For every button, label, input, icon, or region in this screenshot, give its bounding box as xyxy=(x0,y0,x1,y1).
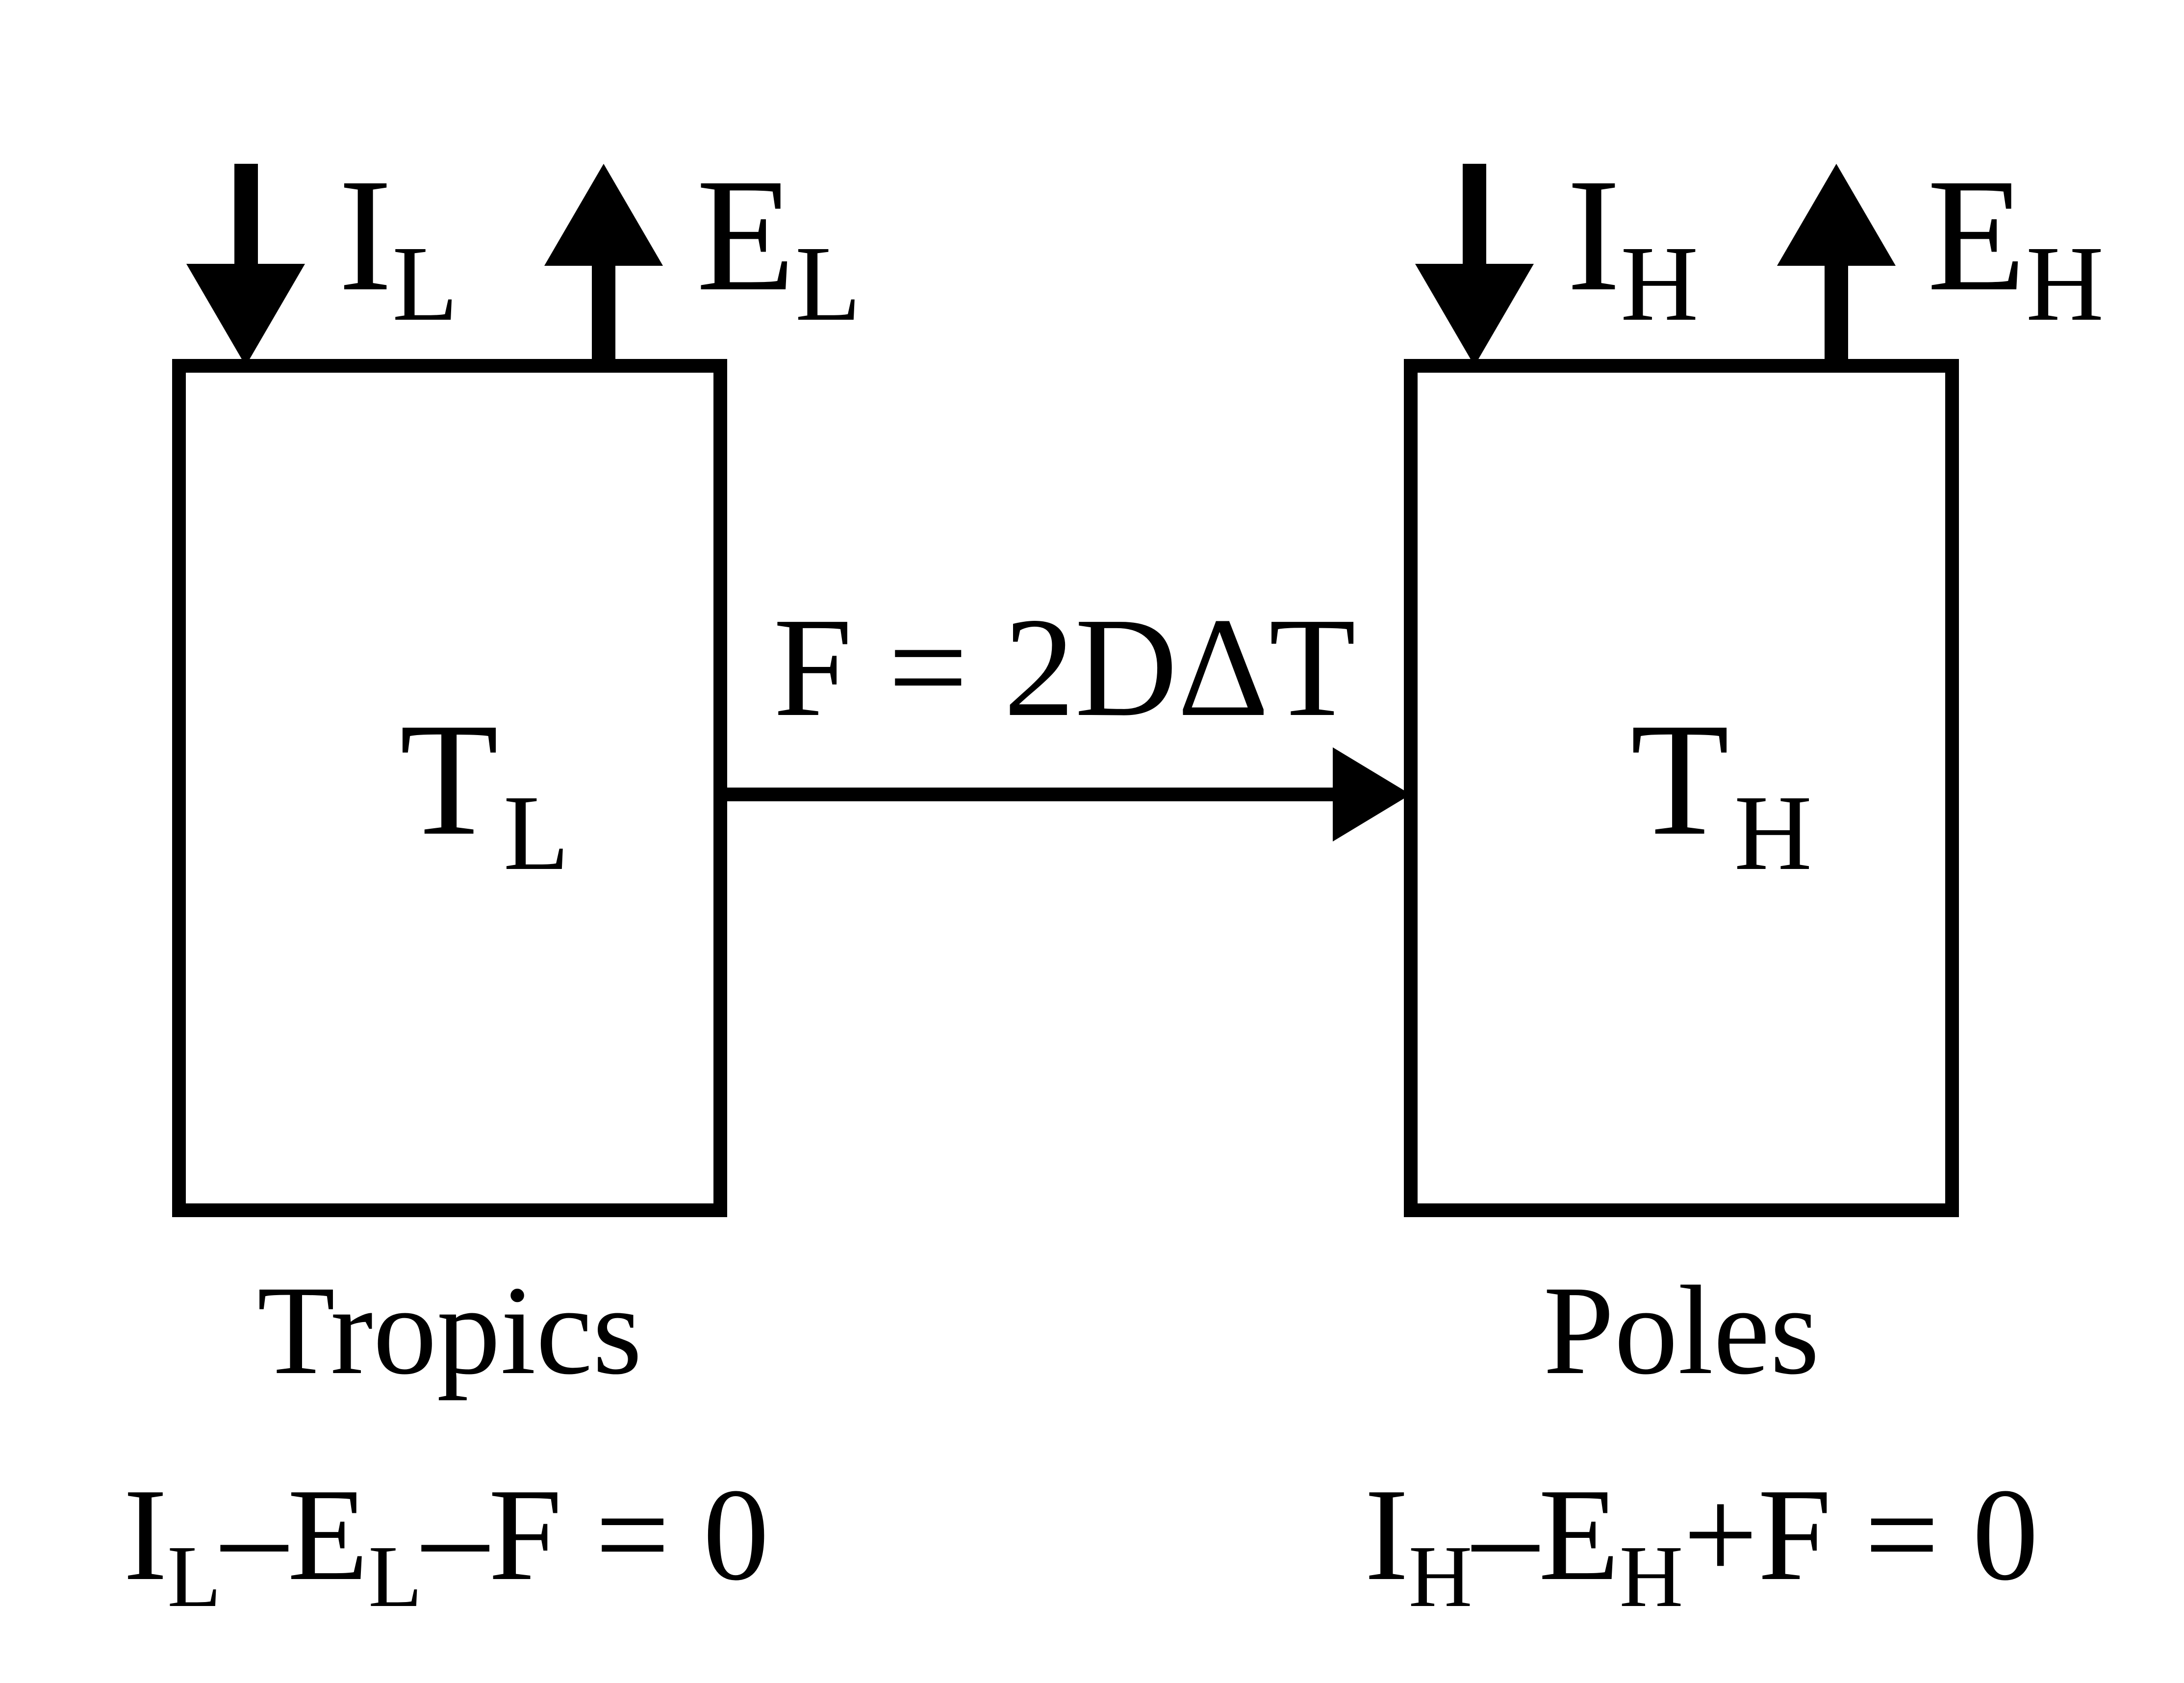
poles-balance-p1: I xyxy=(1365,1461,1409,1608)
tropics-temperature-sub: L xyxy=(504,773,569,892)
tropics-box xyxy=(172,359,727,1217)
tropics-balance-p1-sub: L xyxy=(167,1528,221,1625)
poles-emission-sub: H xyxy=(2026,224,2104,343)
tropics-outgoing-arrow-up-icon xyxy=(544,164,663,366)
poles-balance-p2: –E xyxy=(1470,1461,1619,1608)
tropics-emission-base: E xyxy=(696,146,795,325)
tropics-balance-equation: IL–EL–F = 0 xyxy=(123,1461,769,1625)
heat-transport-arrow-right-icon xyxy=(727,747,1411,842)
tropics-name: Tropics xyxy=(257,1260,642,1401)
tropics-income-base: I xyxy=(338,146,392,325)
poles-name: Poles xyxy=(1543,1260,1819,1401)
tropics-income-label: IL xyxy=(338,146,458,343)
tropics-income-sub: L xyxy=(392,224,458,343)
poles-income-sub: H xyxy=(1621,224,1699,343)
tropics-balance-p3: –F = 0 xyxy=(420,1461,769,1608)
tropics-emission-sub: L xyxy=(795,224,861,343)
tropics-temperature-label: TL xyxy=(400,690,569,892)
poles-outgoing-arrow-up-icon xyxy=(1777,164,1896,366)
poles-emission-base: E xyxy=(1927,146,2026,325)
poles-temperature-base: T xyxy=(1630,690,1729,869)
poles-balance-p3: +F = 0 xyxy=(1683,1461,2039,1608)
poles-temperature-label: TH xyxy=(1630,690,1812,892)
flux-label: F = 2DΔT xyxy=(773,588,1356,746)
poles-box xyxy=(1404,359,1959,1217)
poles-emission-label: EH xyxy=(1927,146,2104,343)
poles-balance-p1-sub: H xyxy=(1409,1528,1473,1625)
tropics-emission-label: EL xyxy=(696,146,861,343)
poles-balance-p2-sub: H xyxy=(1620,1528,1683,1625)
tropics-temperature-base: T xyxy=(400,690,499,869)
tropics-incoming-arrow-down-icon xyxy=(186,164,305,366)
tropics-balance-p2-sub: L xyxy=(368,1528,422,1625)
poles-balance-equation: IH–EH+F = 0 xyxy=(1365,1461,2039,1625)
poles-income-label: IH xyxy=(1567,146,1699,343)
poles-incoming-arrow-down-icon xyxy=(1415,164,1534,366)
tropics-balance-p2: –E xyxy=(219,1461,368,1608)
poles-income-base: I xyxy=(1567,146,1621,325)
poles-temperature-sub: H xyxy=(1734,773,1812,892)
tropics-balance-p1: I xyxy=(123,1461,167,1608)
